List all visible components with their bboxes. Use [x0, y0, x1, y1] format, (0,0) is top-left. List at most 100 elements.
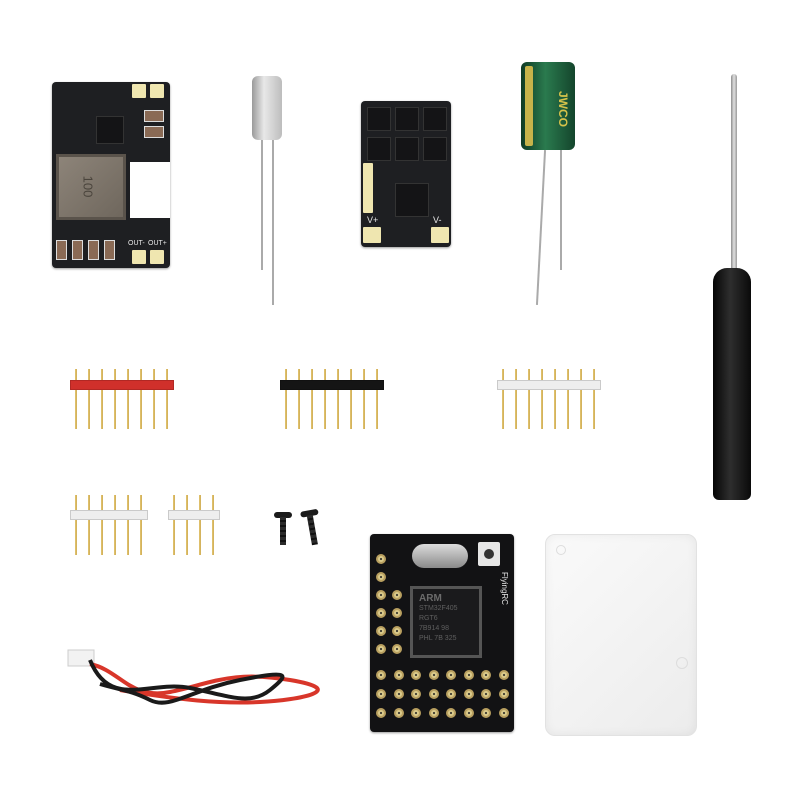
- header-pin: [101, 369, 103, 429]
- v-plus-pad: [363, 163, 373, 213]
- header-pin: [350, 369, 352, 429]
- header-pin: [166, 369, 168, 429]
- mosfet: [395, 107, 419, 131]
- header-pin: [298, 369, 300, 429]
- capacitor-smd: [144, 110, 164, 122]
- header-pin: [515, 369, 517, 429]
- bat-minus-pad: [150, 84, 164, 98]
- black-wire: [88, 659, 285, 705]
- header-pin: [88, 369, 90, 429]
- boot-button[interactable]: [478, 542, 500, 566]
- label-out-minus: OUT-: [128, 240, 145, 247]
- electrolytic-capacitor: JWCO: [521, 62, 575, 150]
- capacitor-smd: [104, 240, 115, 260]
- solder-hole: [392, 644, 402, 654]
- small-capacitor: [252, 76, 282, 140]
- capacitor-smd: [56, 240, 67, 260]
- label-v-plus: V+: [367, 215, 379, 225]
- header-pin: [337, 369, 339, 429]
- header-plastic: [70, 380, 174, 390]
- power-module-board: 100 OUT- OUT+: [52, 82, 170, 268]
- cable-connector: [67, 649, 95, 667]
- header-pin: [140, 495, 142, 555]
- mcu-arm: ARM: [419, 593, 442, 604]
- header-plastic: [168, 510, 220, 520]
- regulator-chip: [96, 116, 124, 144]
- header-pin: [541, 369, 543, 429]
- esc-board: V+ V-: [361, 101, 451, 247]
- solder-hole: [481, 670, 491, 680]
- solder-hole: [392, 590, 402, 600]
- header-pin: [101, 495, 103, 555]
- mcu-model: STM32F405: [419, 605, 458, 612]
- solder-hole: [463, 689, 474, 699]
- header-pin: [114, 369, 116, 429]
- capacitor-smd: [72, 240, 83, 260]
- header-pin: [580, 369, 582, 429]
- screwdriver-shaft: [731, 74, 737, 270]
- mosfet: [367, 107, 391, 131]
- out-plus-pad: [150, 250, 164, 264]
- mosfet: [423, 137, 447, 161]
- red-wire: [89, 662, 320, 705]
- solder-hole: [498, 670, 509, 680]
- header-plastic: [280, 380, 384, 390]
- flight-controller-board: FlyingRC ARM STM32F405 RGT6 7B914 98 PHL…: [370, 534, 514, 732]
- header-pin: [127, 495, 129, 555]
- solder-hole: [428, 708, 439, 718]
- header-pin: [554, 369, 556, 429]
- solder-hole: [376, 590, 386, 600]
- header-pin: [140, 369, 142, 429]
- case-hole: [556, 545, 566, 555]
- solder-hole: [411, 689, 421, 699]
- mcu-lot: 7B914 98: [419, 625, 449, 632]
- solder-hole: [376, 689, 386, 699]
- header-pin: [173, 495, 175, 555]
- capacitor-smd: [88, 240, 99, 260]
- label-out-plus: OUT+: [148, 240, 167, 247]
- solder-hole: [428, 689, 439, 699]
- header-pin: [127, 369, 129, 429]
- screw: [274, 512, 292, 546]
- capacitor-lead: [560, 150, 562, 270]
- header-pin: [114, 495, 116, 555]
- header-pin: [212, 495, 214, 555]
- solder-hole: [463, 708, 474, 718]
- header-pin: [285, 369, 287, 429]
- solder-hole: [498, 689, 509, 699]
- brand-label: FlyingRC: [499, 572, 509, 605]
- header-pin: [567, 369, 569, 429]
- solder-hole: [393, 689, 404, 699]
- solder-hole: [463, 670, 474, 680]
- usb-c-port: [412, 544, 468, 568]
- solder-hole: [411, 670, 421, 680]
- header-pin: [324, 369, 326, 429]
- solder-hole: [393, 708, 404, 718]
- v-minus-solder-pad: [431, 227, 449, 243]
- mcu-chip: ARM STM32F405 RGT6 7B914 98 PHL 7B 325: [410, 586, 482, 658]
- solder-hole: [393, 670, 404, 680]
- header-pin: [153, 369, 155, 429]
- solder-hole: [392, 608, 402, 618]
- out-minus-pad: [132, 250, 146, 264]
- header-plastic: [70, 510, 148, 520]
- mosfet: [367, 137, 391, 161]
- solder-hole: [376, 644, 386, 654]
- solder-hole: [481, 708, 491, 718]
- solder-hole: [446, 708, 456, 718]
- solder-hole: [411, 708, 421, 718]
- solder-hole: [446, 689, 456, 699]
- header-pin: [199, 495, 201, 555]
- solder-hole: [392, 626, 402, 636]
- header-pin: [186, 495, 188, 555]
- header-pin: [593, 369, 595, 429]
- inductor-marking: 100: [80, 175, 96, 198]
- plastic-case: [545, 534, 697, 736]
- screwdriver-handle: [713, 268, 751, 500]
- label-v-minus: V-: [433, 215, 442, 225]
- mcu-variant: RGT6: [419, 615, 438, 622]
- solder-hole: [376, 572, 386, 582]
- solder-hole: [446, 670, 456, 680]
- header-plastic: [497, 380, 601, 390]
